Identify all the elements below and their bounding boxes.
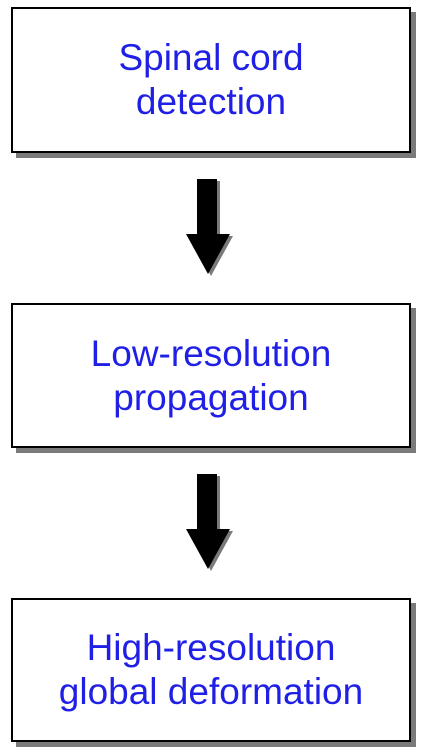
down-arrow-icon	[186, 179, 233, 276]
step-label: High-resolution global deformation	[58, 627, 364, 712]
step-box-spinal-cord-detection: Spinal cord detection	[11, 7, 411, 153]
step-label: Low-resolution propagation	[90, 332, 332, 418]
step-label: Spinal cord detection	[118, 37, 304, 122]
down-arrow-icon	[186, 474, 233, 571]
step-box-high-resolution-global-deformation: High-resolution global deformation	[11, 598, 411, 742]
step-box-low-resolution-propagation: Low-resolution propagation	[11, 303, 411, 448]
